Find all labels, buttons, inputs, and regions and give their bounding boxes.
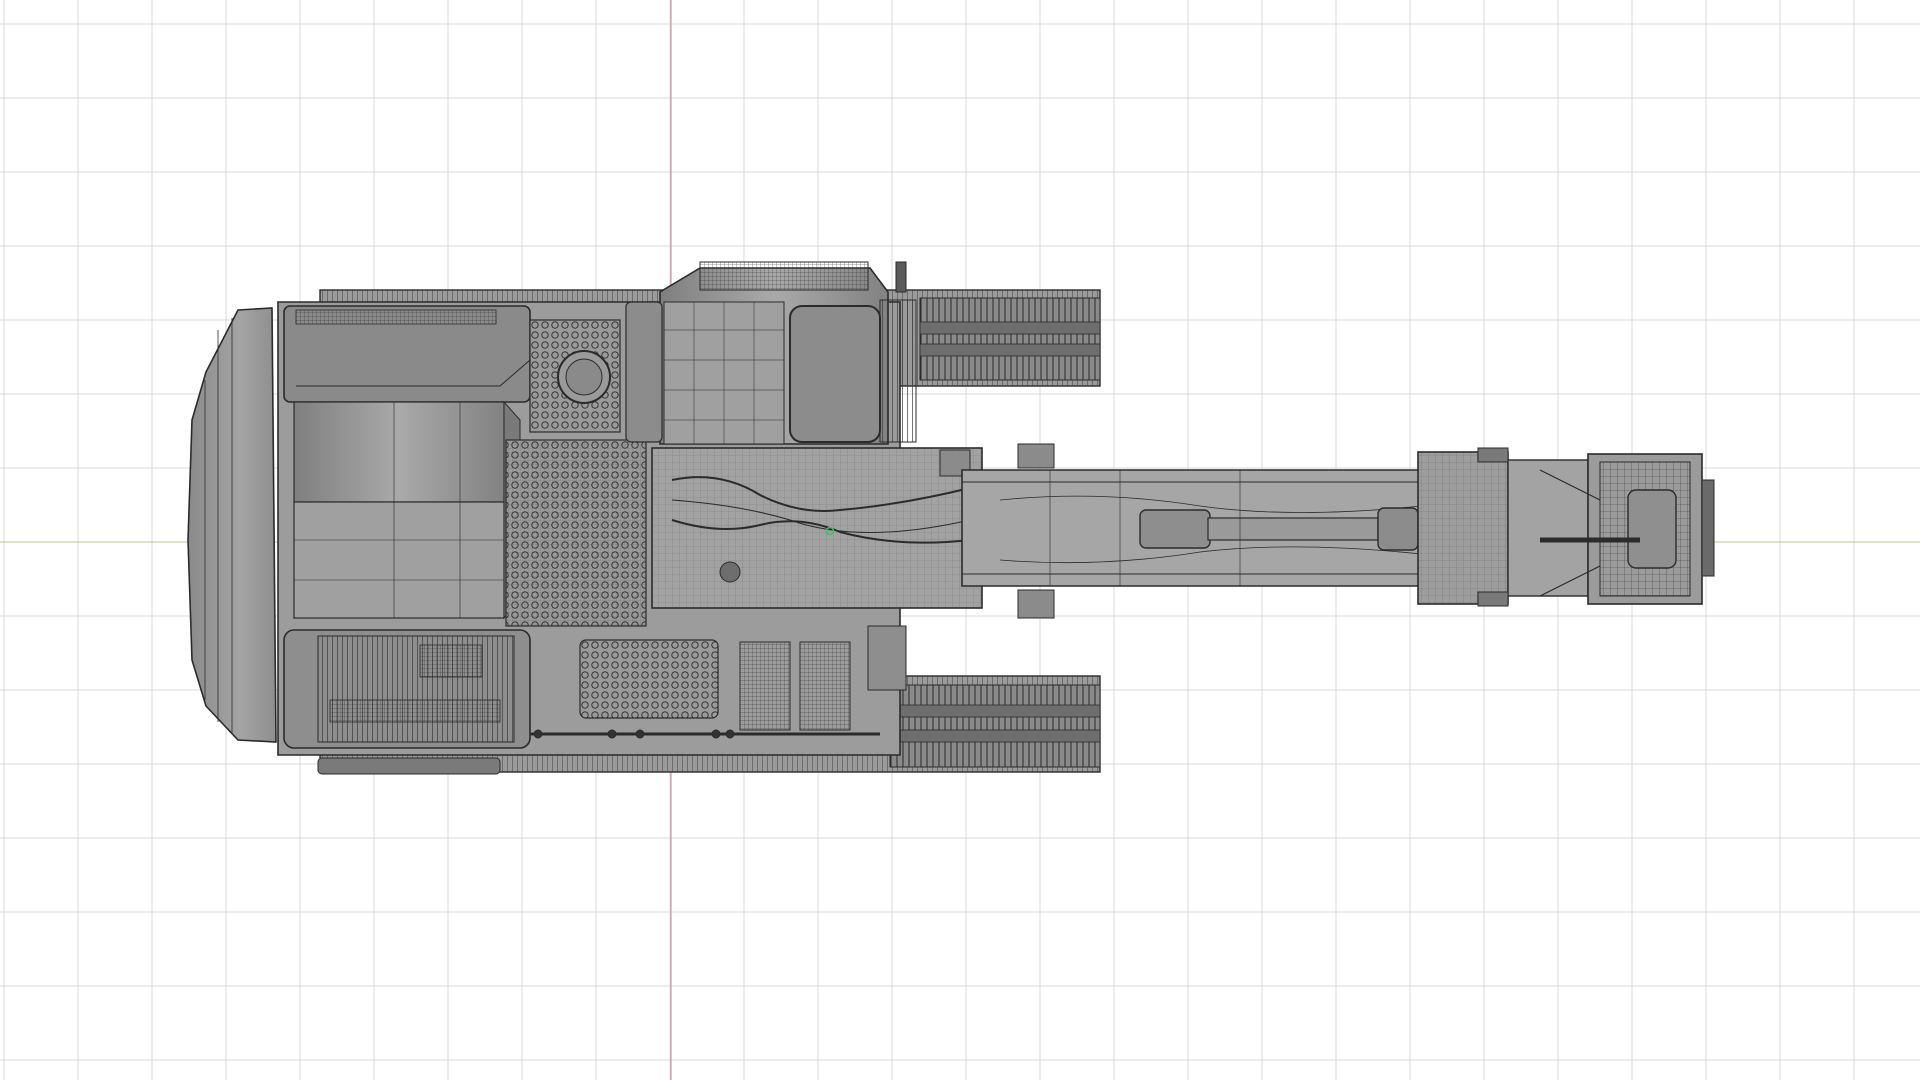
boom-base [651,443,1055,619]
pivot-marker[interactable] [825,526,835,536]
engine-hood [283,305,531,620]
engine-grille [505,319,647,627]
boom-arm [961,469,1445,587]
hydraulic-tank [283,629,531,775]
side-panels [530,625,907,739]
stick-head [1417,447,1715,607]
operator-cab [625,261,917,445]
excavator-model[interactable] [187,261,1715,775]
